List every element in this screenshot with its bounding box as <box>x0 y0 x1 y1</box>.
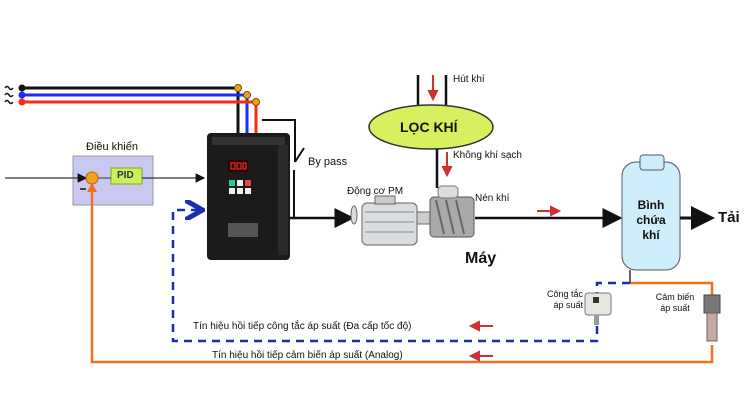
filter-label: LỌC KHÍ <box>400 119 458 135</box>
bypass-label: By pass <box>308 156 348 168</box>
sensor-feedback-label: Tín hiệu hồi tiếp cảm biến áp suất (Anal… <box>212 350 403 361</box>
controller-label: Điều khiển <box>86 141 138 153</box>
power-lines <box>4 84 260 133</box>
compress-label: Nén khí <box>475 193 510 204</box>
intake-label: Hút khí <box>453 74 485 85</box>
pressure-switch-label: Công tắc áp suất <box>546 289 583 310</box>
tank-label: Bình chứa khí <box>636 198 666 242</box>
pid-label: PID <box>117 170 134 181</box>
pressure-sensor <box>703 294 721 342</box>
summing-junction <box>85 171 99 185</box>
analog-feedback-line <box>630 281 714 295</box>
load-label: Tải <box>718 209 740 226</box>
air-tank <box>621 154 681 283</box>
inverter <box>207 133 290 260</box>
flow-arrows <box>427 75 562 362</box>
pressure-switch <box>584 292 612 325</box>
pressure-sensor-label: Cảm biến áp suất <box>655 292 695 313</box>
switch-feedback-line <box>595 281 630 296</box>
air-filter <box>368 104 494 150</box>
switch-feedback-label: Tín hiệu hồi tiếp công tắc áp suất (Đa c… <box>193 321 412 332</box>
motor-label: Động cơ PM <box>347 186 404 197</box>
pid-block <box>110 167 143 185</box>
clean-air-label: Không khí sạch <box>453 150 522 161</box>
ac-source-icon <box>4 85 14 105</box>
bypass-switch <box>262 119 305 218</box>
screw-compressor <box>429 185 475 238</box>
pm-motor <box>350 195 432 246</box>
machine-label: Máy <box>465 250 497 267</box>
